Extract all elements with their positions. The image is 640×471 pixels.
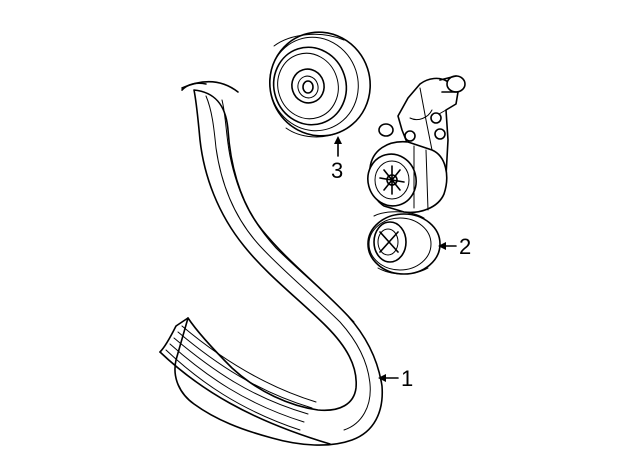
callout-label-1: 1 — [401, 366, 413, 391]
callout-1: 1 — [378, 366, 413, 391]
callout-3: 3 — [331, 136, 343, 183]
serpentine-belt — [159, 80, 384, 446]
tensioner-assembly — [367, 75, 466, 275]
callout-label-3: 3 — [331, 158, 343, 183]
callout-label-2: 2 — [459, 234, 471, 259]
idler-pulley — [269, 31, 371, 138]
callout-2: 2 — [438, 234, 471, 259]
